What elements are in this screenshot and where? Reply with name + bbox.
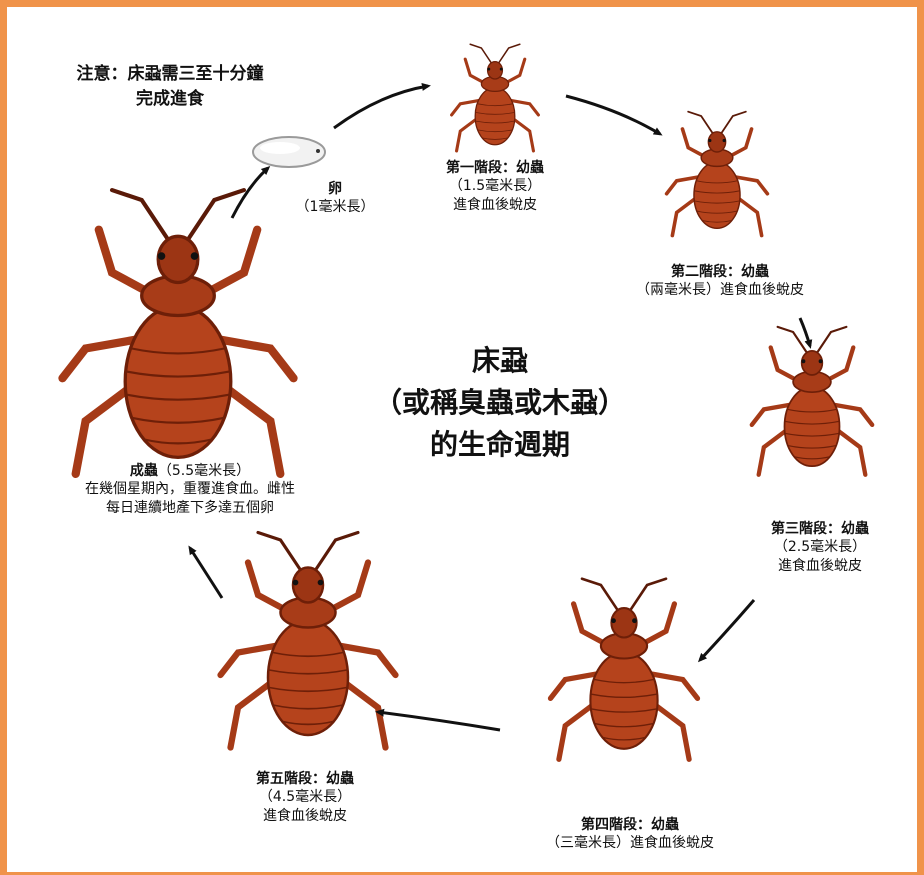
bug-stage4-illustration	[551, 579, 698, 760]
adult-line3: 每日連續地產下多達五個卵	[40, 499, 340, 517]
feeding-note: 注意：床蝨需三至十分鐘 完成進食	[30, 62, 310, 111]
stage3-caption: 第三階段：幼蟲 （2.5毫米長） 進食血後蛻皮	[725, 520, 915, 575]
stage1-size: （1.5毫米長）	[405, 177, 585, 195]
title-line2: （或稱臭蟲或木蝨）	[360, 382, 640, 424]
stage1-name: 第一階段：幼蟲	[405, 159, 585, 177]
stage5-size: （4.5毫米長）	[210, 788, 400, 806]
stage2-name: 第二階段：幼蟲	[600, 263, 840, 281]
arrow-egg-to-stage1	[334, 86, 428, 128]
note-line2: 完成進食	[30, 87, 310, 112]
stage2-desc: （兩毫米長）進食血後蛻皮	[600, 281, 840, 299]
stage5-desc: 進食血後蛻皮	[210, 807, 400, 825]
diagram-title: 床蝨 （或稱臭蟲或木蝨） 的生命週期	[360, 340, 640, 466]
stage4-caption: 第四階段：幼蟲 （三毫米長）進食血後蛻皮	[505, 816, 755, 853]
adult-name: 成蟲	[130, 463, 158, 479]
adult-line2: 在幾個星期內，重覆進食血。雌性	[40, 480, 340, 498]
stage3-name: 第三階段：幼蟲	[725, 520, 915, 538]
adult-size: （5.5毫米長）	[158, 463, 250, 479]
stage2-caption: 第二階段：幼蟲 （兩毫米長）進食血後蛻皮	[600, 263, 840, 300]
note-line1: 注意：床蝨需三至十分鐘	[30, 62, 310, 87]
arrow-stage4-to-stage5	[378, 712, 500, 730]
stage5-name: 第五階段：幼蟲	[210, 770, 400, 788]
bug-stage2-illustration	[667, 112, 768, 236]
arrow-stage1-to-stage2	[566, 96, 660, 134]
stage5-caption: 第五階段：幼蟲 （4.5毫米長） 進食血後蛻皮	[210, 770, 400, 825]
arrow-stage5-to-adult	[190, 548, 222, 598]
title-line3: 的生命週期	[360, 424, 640, 466]
egg-caption: 卵 （1毫米長）	[255, 180, 415, 217]
stage4-desc: （三毫米長）進食血後蛻皮	[505, 834, 755, 852]
bug-stage1-illustration	[452, 44, 539, 151]
egg-name: 卵	[255, 180, 415, 198]
stage1-caption: 第一階段：幼蟲 （1.5毫米長） 進食血後蛻皮	[405, 159, 585, 214]
stage3-desc: 進食血後蛻皮	[725, 557, 915, 575]
egg-illustration	[253, 137, 325, 167]
stage1-desc: 進食血後蛻皮	[405, 196, 585, 214]
adult-caption: 成蟲（5.5毫米長） 在幾個星期內，重覆進食血。雌性 每日連續地產下多達五個卵	[40, 462, 340, 517]
stage4-name: 第四階段：幼蟲	[505, 816, 755, 834]
egg-size: （1毫米長）	[255, 198, 415, 216]
arrow-stage2-to-stage3	[800, 318, 810, 346]
stage3-size: （2.5毫米長）	[725, 538, 915, 556]
arrow-stage3-to-stage4	[700, 600, 754, 660]
title-line1: 床蝨	[360, 340, 640, 382]
bug-stage3-illustration	[752, 327, 872, 475]
bug-stage5-illustration	[221, 533, 396, 748]
bug-adult-illustration	[62, 190, 293, 474]
